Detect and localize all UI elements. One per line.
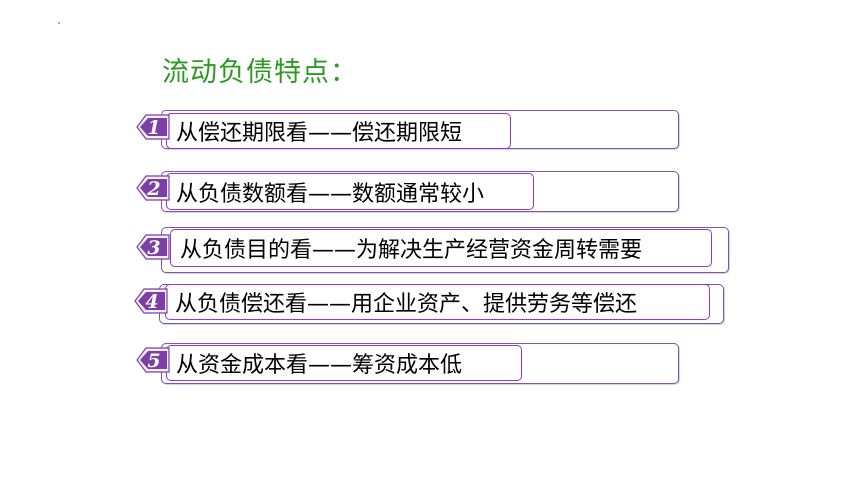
number-badge-icon: 1 (136, 114, 170, 140)
item-text: 从资金成本看——筹资成本低 (166, 345, 522, 381)
number-badge-icon: 4 (134, 288, 168, 314)
item-text: 从负债目的看——为解决生产经营资金周转需要 (170, 229, 712, 267)
slide-title: 流动负债特点： (162, 57, 358, 88)
item-text: 从负债数额看——数额通常较小 (166, 173, 534, 210)
decorative-dot (58, 22, 60, 24)
badge-number: 4 (145, 291, 158, 313)
badge-number: 5 (147, 350, 160, 372)
number-badge-icon: 2 (136, 175, 170, 201)
item-text: 从负债偿还看——用企业资产、提供劳务等偿还 (165, 284, 710, 320)
badge-number: 2 (146, 178, 160, 200)
number-badge-icon: 3 (136, 234, 170, 260)
badge-number: 3 (147, 237, 160, 259)
badge-number: 1 (147, 117, 160, 139)
item-text: 从偿还期限看——偿还期限短 (166, 113, 511, 149)
number-badge-icon: 5 (136, 347, 170, 373)
